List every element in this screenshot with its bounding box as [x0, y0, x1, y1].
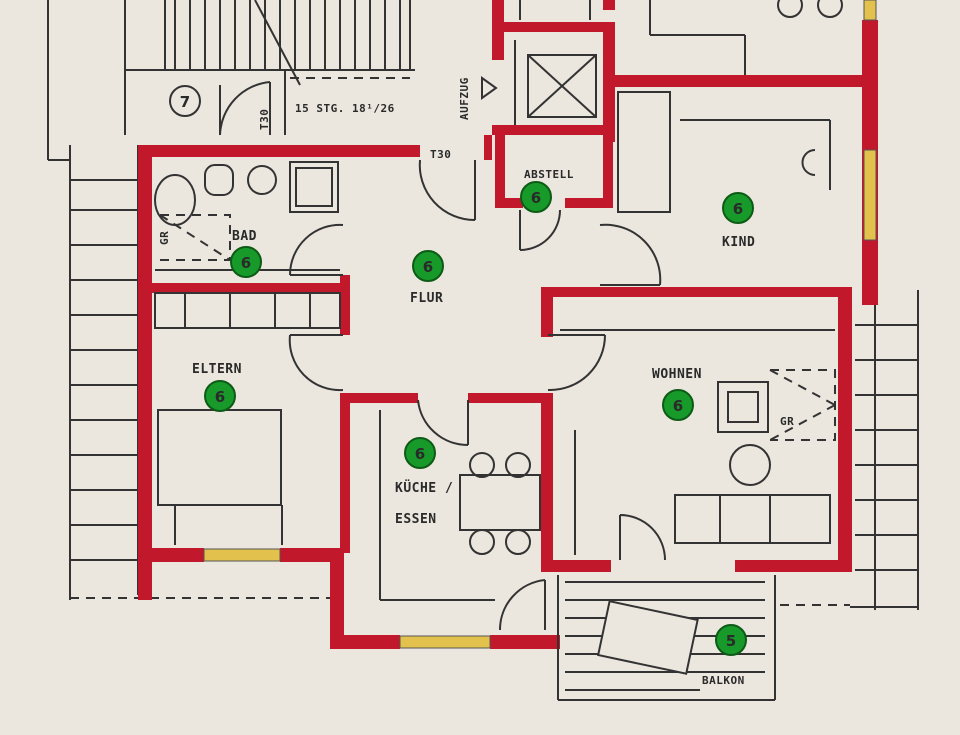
- room-label-abstell: ABSTELL: [524, 168, 574, 181]
- room-label-eltern: ELTERN: [192, 362, 242, 377]
- room-badges: 6 6 6 6 6 6 6 5: [204, 181, 754, 656]
- kitchen-furniture: [379, 410, 541, 601]
- wardrobe: [154, 292, 341, 329]
- stair-number: 7: [180, 93, 190, 111]
- badge-bad-number: 6: [241, 254, 251, 272]
- balkon-area: [557, 575, 850, 701]
- badge-kind: [722, 192, 754, 224]
- bed: [157, 409, 283, 545]
- walls: [138, 0, 878, 649]
- room-label-flur: FLUR: [410, 291, 443, 306]
- badge-flur-number: 6: [423, 258, 433, 276]
- badge-abstell-number: 6: [531, 189, 541, 207]
- stair-number-badge: [169, 85, 201, 117]
- badge-kueche-number: 6: [415, 445, 425, 463]
- room-label-balkon: BALKON: [702, 674, 745, 687]
- room-label-kind: KIND: [722, 235, 755, 250]
- windows: [203, 0, 877, 649]
- t30-side-label: T30: [258, 109, 271, 130]
- gr-bad-label: GR: [158, 231, 171, 245]
- room-label-kueche-1: KÜCHE /: [395, 480, 453, 496]
- badge-wohnen-number: 6: [673, 397, 683, 415]
- elevator-shaft: AUFZUG: [458, 0, 597, 125]
- stair-info-label: 15 STG. 18¹/26: [295, 102, 395, 115]
- badge-kueche: [404, 437, 436, 469]
- room-label-kueche-2: ESSEN: [395, 512, 437, 527]
- badge-kind-number: 6: [733, 200, 743, 218]
- kind-furniture: [617, 0, 843, 213]
- room-labels: BAD FLUR ABSTELL KIND ELTERN WOHNEN KÜCH…: [192, 168, 755, 687]
- aufzug-label: AUFZUG: [458, 77, 471, 120]
- gr-wohnen-label: GR: [780, 415, 794, 428]
- right-balcony: [850, 290, 919, 610]
- badge-balkon-number: 5: [726, 632, 736, 650]
- badge-eltern: [204, 380, 236, 412]
- badge-abstell: [520, 181, 552, 213]
- living-furniture: GR: [560, 329, 836, 555]
- doors: T30: [288, 148, 666, 631]
- room-label-bad: BAD: [232, 229, 257, 244]
- badge-eltern-number: 6: [215, 388, 225, 406]
- badge-balkon: [715, 624, 747, 656]
- badge-flur: [412, 250, 444, 282]
- badge-wohnen: [662, 389, 694, 421]
- room-label-wohnen: WOHNEN: [652, 367, 702, 382]
- badge-bad: [230, 246, 262, 278]
- stair-area: 7 15 STG. 18¹/26 T30: [47, 0, 415, 161]
- t30-top-label: T30: [430, 148, 451, 161]
